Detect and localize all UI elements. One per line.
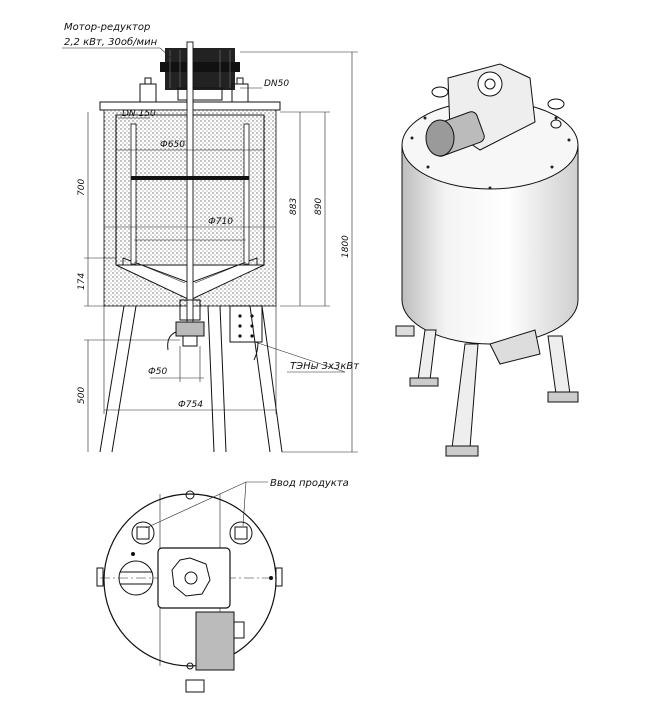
h700-label: 700 (77, 179, 87, 196)
h174-label: 174 (77, 273, 87, 290)
drain-valve-icon (167, 299, 205, 351)
dn50-label: DN50 (264, 79, 289, 89)
d650-label: Ф650 (160, 140, 185, 150)
d50-label: Ф50 (148, 367, 167, 377)
heaters-label: ТЭНы 3х3кВт (290, 361, 360, 372)
h890-label: 890 (314, 198, 324, 215)
h500-label: 500 (77, 387, 87, 404)
top-view (96, 481, 283, 693)
front-section-view (62, 41, 358, 453)
d754-label: Ф754 (178, 400, 203, 410)
dn150-label: DN 150 (122, 109, 156, 119)
motor-title: Мотор-редуктор (64, 22, 150, 33)
h1800-label: 1800 (341, 235, 351, 258)
motor-gear-icon (160, 48, 240, 101)
h883-label: 883 (289, 198, 299, 215)
motor-specs: 2,2 кВт, 30об/мин (64, 36, 158, 48)
isometric-view (395, 63, 579, 457)
d710-label: Ф710 (208, 217, 233, 227)
product-inlet-label: Ввод продукта (270, 478, 349, 489)
